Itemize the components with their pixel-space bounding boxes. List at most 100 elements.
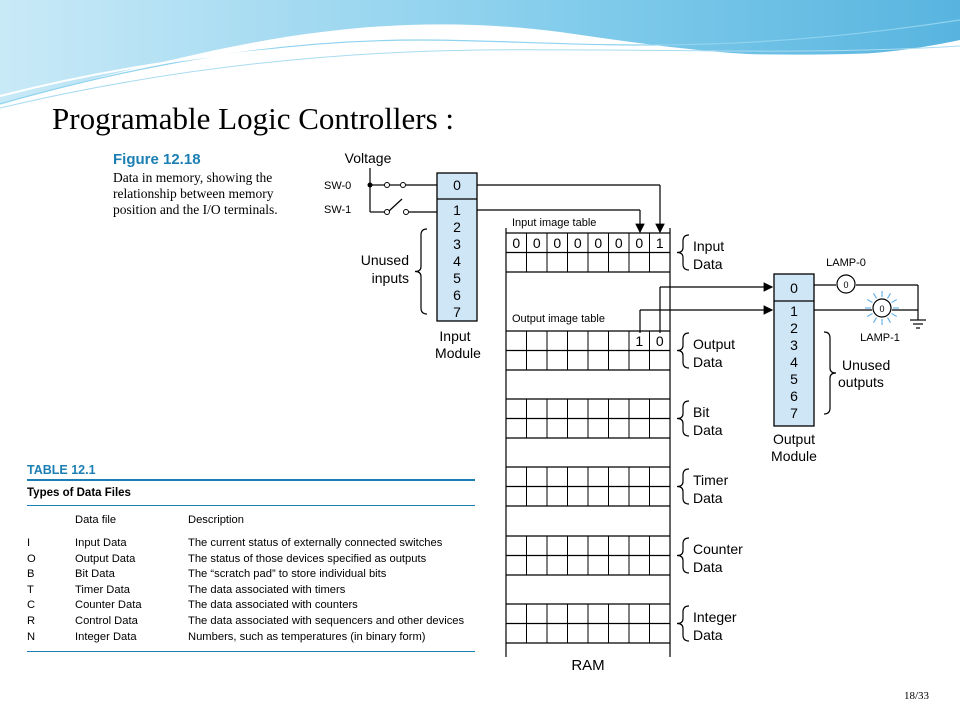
input-image-table-label: Input image table <box>512 217 596 229</box>
lamp0-label: LAMP-0 <box>826 257 866 269</box>
input-terminal-6: 6 <box>453 287 461 303</box>
lamp1-glow-ray <box>872 317 878 324</box>
ram-section-label-1-a: Output <box>693 336 735 352</box>
output-terminal-6: 6 <box>790 388 798 404</box>
input-image-bit: 0 <box>512 235 520 251</box>
input-image-bit: 0 <box>615 235 623 251</box>
input-terminal-4: 4 <box>453 253 461 269</box>
sw0-contact-b <box>400 182 406 188</box>
switch-label-sw0: SW-0 <box>324 180 351 192</box>
wave-header-decoration <box>0 0 960 109</box>
input-image-bit: 0 <box>594 235 602 251</box>
table-cell-code: C <box>27 599 36 612</box>
table-title-rule <box>27 505 475 506</box>
ram-label: RAM <box>571 657 604 674</box>
output-module-box <box>773 273 815 427</box>
lamp1-glow-ray <box>866 298 873 304</box>
table-cell-description: The status of those devices specified as… <box>188 552 427 565</box>
table-row: T Timer Data The data associated with time… <box>27 583 475 599</box>
output-terminal-5: 5 <box>790 371 798 387</box>
lamp1-glyph: 0 <box>879 304 884 314</box>
sw1-contact-a <box>384 209 390 215</box>
input-terminal-3: 3 <box>453 236 461 252</box>
ram-section-brace <box>676 605 690 642</box>
table-cell-description: The data associated with timers <box>188 583 346 596</box>
switch-label-sw1: SW-1 <box>324 204 351 216</box>
ram-section-label-5-b: Data <box>693 627 723 643</box>
ram-section-label-2-b: Data <box>693 422 723 438</box>
output-image-table-label: Output image table <box>512 313 605 325</box>
table-cell-description: The “scratch pad” to store individual bi… <box>188 568 387 581</box>
table-cell-code: O <box>27 552 36 565</box>
ram-section-label-0-a: Input <box>693 238 724 254</box>
ram-section-brace <box>676 332 690 369</box>
table-title: Types of Data Files <box>27 487 131 499</box>
figure-description: Data in memory, showing the relationship… <box>113 170 278 217</box>
table-bottom-rule <box>27 651 475 653</box>
table-cell-data-file: Counter Data <box>75 599 142 612</box>
ram-section-brace <box>676 468 690 505</box>
unused-outputs-label-1: Unused <box>842 357 890 373</box>
data-files-table: TABLE 12.1 Types of Data Files Data file… <box>27 462 475 653</box>
table-cell-data-file: Control Data <box>75 614 138 627</box>
unused-inputs-label-2: inputs <box>372 270 409 286</box>
ram-section-label-3-a: Timer <box>693 472 729 488</box>
lamp1-glow-ray <box>866 312 873 318</box>
slide-title: Programable Logic Controllers : <box>52 101 455 136</box>
ram-section-label-3-b: Data <box>693 490 723 506</box>
table-cell-data-file: Input Data <box>75 537 127 549</box>
output-terminal-3: 3 <box>790 337 798 353</box>
sw1-blade <box>388 198 403 212</box>
unused-outputs-brace <box>823 331 837 415</box>
ram-section-label-5-a: Integer <box>693 609 737 625</box>
figure-caption: Figure 12.18 Data in memory, showing the… <box>113 151 288 218</box>
input-terminal-2: 2 <box>453 219 461 235</box>
unused-outputs-label-2: outputs <box>838 374 884 390</box>
input-image-bit: 0 <box>635 235 643 251</box>
output-image-bit: 1 <box>635 333 643 349</box>
output-module-label-2: Module <box>771 448 817 464</box>
table-cell-data-file: Output Data <box>75 552 136 565</box>
output-terminal-7: 7 <box>790 405 798 421</box>
table-header-description: Description <box>188 514 244 526</box>
ram-section-brace <box>676 400 690 437</box>
table-cell-code: N <box>27 630 36 643</box>
input-image-bit: 1 <box>656 235 664 251</box>
output-terminal-1: 1 <box>790 303 798 319</box>
table-cell-code: T <box>27 583 34 596</box>
input-terminal-5: 5 <box>453 270 461 286</box>
ram-section-label-1-b: Data <box>693 354 723 370</box>
table-row: R Control Data The data associated with se… <box>27 614 475 630</box>
output-terminal-0: 0 <box>790 280 798 296</box>
ram-section-brace <box>676 537 690 574</box>
table-cell-description: Numbers, such as temperatures (in binary… <box>188 630 426 643</box>
table-cell-code: R <box>27 614 36 627</box>
ram-section-brace <box>676 234 690 271</box>
table-header-data-file: Data file <box>75 514 117 526</box>
input-image-bit: 0 <box>553 235 561 251</box>
input-terminal-7: 7 <box>453 304 461 320</box>
input-module-label-1: Input <box>439 328 470 344</box>
table-top-rule <box>27 479 475 481</box>
input-terminal-1: 1 <box>453 202 461 218</box>
table-cell-data-file: Timer Data <box>75 583 130 596</box>
input-module-box <box>436 172 478 322</box>
sw1-contact-b <box>403 209 409 215</box>
ram-section-label-2-a: Bit <box>693 404 709 420</box>
table-label: TABLE 12.1 <box>27 463 96 477</box>
table-cell-description: The data associated with sequencers and … <box>188 614 465 627</box>
input-image-bit: 0 <box>533 235 541 251</box>
table-header-row: Data file Description <box>27 506 475 536</box>
table-cell-description: The data associated with counters <box>188 599 358 612</box>
lamp1-glow-ray <box>872 292 878 299</box>
output-terminal-2: 2 <box>790 320 798 336</box>
table-header-code <box>27 506 75 536</box>
table-cell-code: B <box>27 568 35 581</box>
page-number: 18/33 <box>904 690 930 702</box>
lamp1-glow-ray <box>891 312 898 318</box>
ram-section-label-4-b: Data <box>693 559 723 575</box>
